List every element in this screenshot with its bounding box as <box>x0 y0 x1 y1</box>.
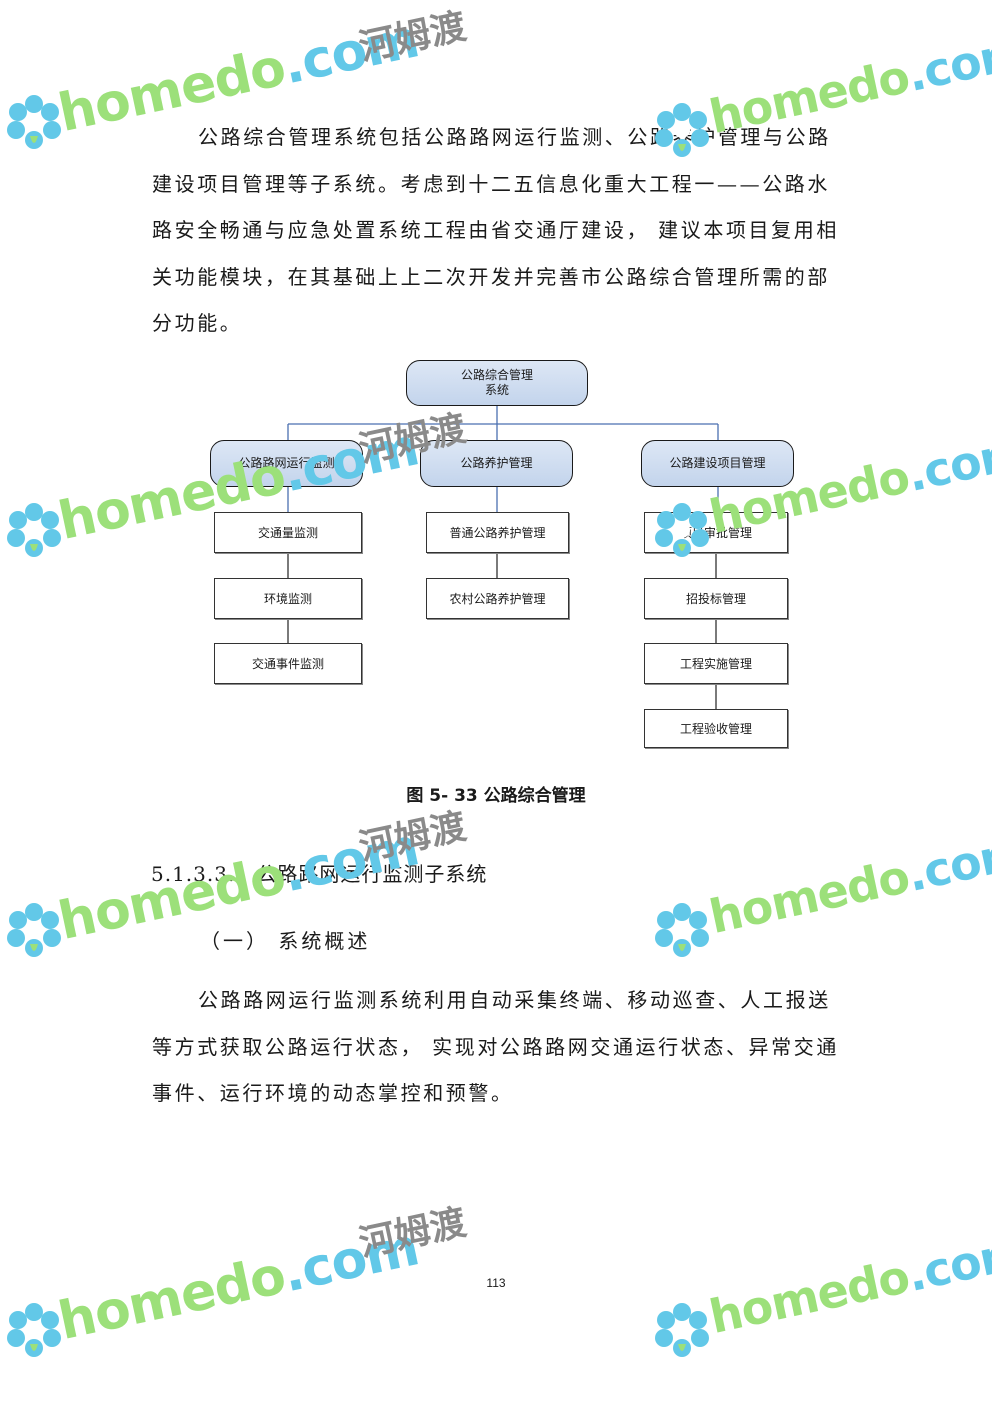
chart-leaf-label: 农村公路养护管理 <box>449 592 546 606</box>
chart-leaf-node: 工程验收管理 <box>644 709 788 748</box>
chart-branch-node: 公路养护管理 <box>420 440 573 487</box>
section-heading: 5.1.3.3.1 公路路网运行监测子系统 <box>151 862 488 886</box>
subsection-heading: （一） 系统概述 <box>200 929 371 953</box>
chart-leaf-node: 农村公路养护管理 <box>426 578 569 619</box>
chart-branch-label: 公路养护管理 <box>460 456 533 470</box>
watermark-brand: homedo.com <box>704 424 992 544</box>
chart-leaf-label: 交通量监测 <box>257 526 318 540</box>
chart-leaf-label: 交通事件监测 <box>251 657 324 671</box>
chart-leaf-label: 普通公路养护管理 <box>449 526 546 540</box>
chart-branch-label: 公路路网运行监测 <box>238 456 335 470</box>
watermark <box>4 92 64 156</box>
chart-root-label-line2: 系统 <box>484 383 509 397</box>
chart-leaf-label: 工程实施管理 <box>679 657 752 671</box>
watermark <box>4 1300 64 1364</box>
chart-leaf-node: 环境监测 <box>214 578 362 619</box>
chart-leaf-node: 交通量监测 <box>214 512 362 553</box>
chart-leaf-label: 工程验收管理 <box>679 722 752 736</box>
flower-logo-icon <box>655 503 709 557</box>
flower-logo-icon <box>7 1303 61 1357</box>
watermark-chinese: 河姆渡 <box>355 6 470 69</box>
flower-logo-icon <box>655 1303 709 1357</box>
chart-root-node: 公路综合管理 系统 <box>406 360 588 406</box>
watermark <box>4 900 64 964</box>
chart-leaf-node: 普通公路养护管理 <box>426 512 569 553</box>
text-line: 公路路网运行监测系统利用自动采集终端、移动巡查、人工报送 <box>198 988 831 1012</box>
chart-leaf-node: 工程实施管理 <box>644 643 788 684</box>
chart-leaf-node: 项目审批管理 <box>644 512 788 553</box>
text-line: 建设项目管理等子系统。考虑到十二五信息化重大工程一——公路水 <box>152 171 830 196</box>
flower-logo-icon <box>655 903 709 957</box>
watermark-chinese: 河姆渡 <box>355 408 470 471</box>
chart-branch-label: 公路建设项目管理 <box>669 456 766 470</box>
overview-paragraph: 公路路网运行监测系统利用自动采集终端、移动巡查、人工报送 等方式获取公路运行状态… <box>152 977 842 1117</box>
flower-logo-icon <box>7 95 61 149</box>
flower-logo-icon <box>7 903 61 957</box>
page-number: 113 <box>486 1276 506 1290</box>
figure-caption: 图 5- 33 公路综合管理 <box>406 786 586 806</box>
text-line: 路安全畅通与应急处置系统工程由省交通厅建设， 建议本项目复用相 <box>152 218 839 242</box>
text-line: 分功能。 <box>152 311 243 335</box>
chart-leaf-label: 项目审批管理 <box>679 526 752 540</box>
chart-leaf-label: 环境监测 <box>263 592 312 606</box>
watermark <box>4 500 64 564</box>
watermark <box>652 1300 712 1364</box>
watermark-brand: homedo.com <box>53 417 424 552</box>
chart-leaf-label: 招投标管理 <box>685 592 746 606</box>
text-line: 等方式获取公路运行状态， 实现对公路路网交通运行状态、异常交通 <box>152 1034 839 1059</box>
chart-root-label-line1: 公路综合管理 <box>460 368 533 382</box>
text-line: 事件、运行环境的动态掌控和预警。 <box>152 1081 514 1105</box>
watermark <box>652 900 712 964</box>
chart-leaf-node: 招投标管理 <box>644 578 788 619</box>
flower-logo-icon <box>7 503 61 557</box>
watermark-brand: homedo.com <box>704 824 992 944</box>
chart-branch-node: 公路建设项目管理 <box>641 440 794 487</box>
text-line: 关功能模块，在其基础上上二次开发并完善市公路综合管理所需的部 <box>152 264 830 289</box>
chart-leaf-node: 交通事件监测 <box>214 643 362 684</box>
intro-paragraph: 公路综合管理系统包括公路路网运行监测、公路养护管理与公路 建设项目管理等子系统。… <box>152 114 842 347</box>
watermark <box>652 500 712 564</box>
watermark-chinese: 河姆渡 <box>355 1202 470 1265</box>
chart-branch-node: 公路路网运行监测 <box>210 440 363 487</box>
text-line: 公路综合管理系统包括公路路网运行监测、公路养护管理与公路 <box>198 125 831 149</box>
